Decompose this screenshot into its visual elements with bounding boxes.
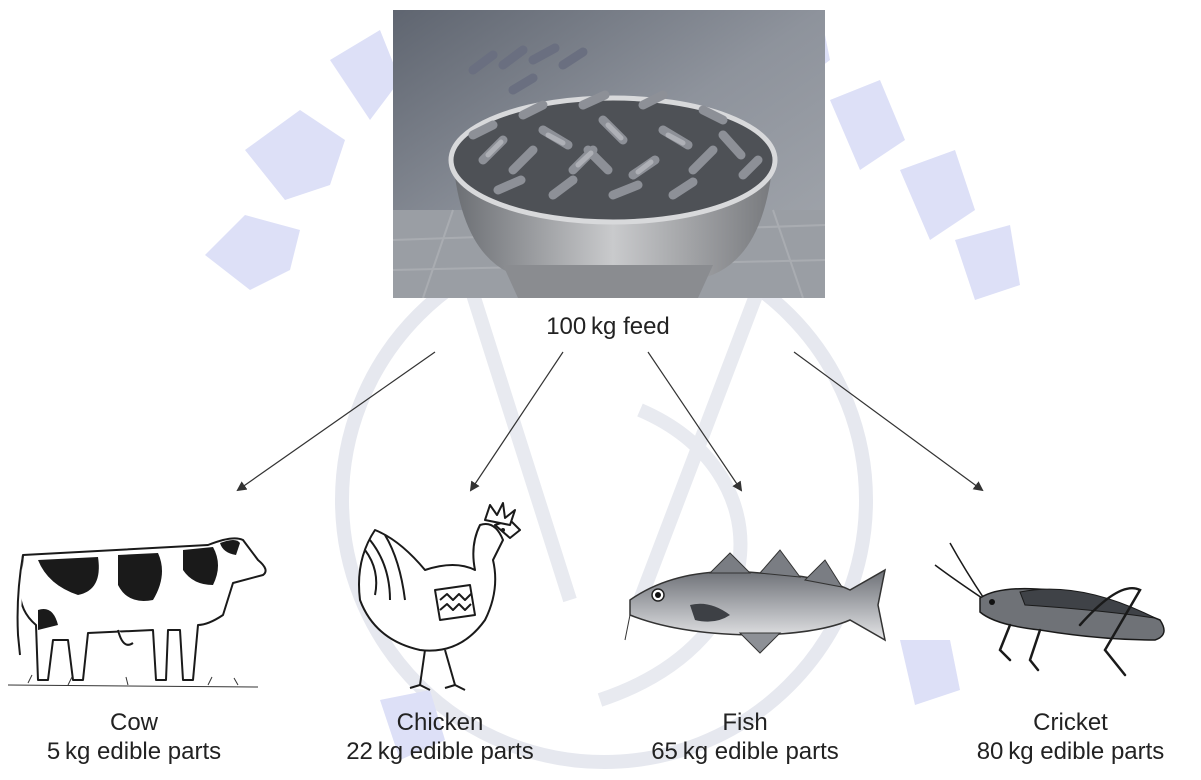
fish-illustration	[620, 545, 890, 660]
arrow-to-chicken	[471, 352, 563, 490]
fish-caption: Fish 65 kg edible parts	[600, 708, 890, 766]
chicken-name: Chicken	[300, 708, 580, 737]
cow-illustration	[8, 515, 278, 700]
cow-caption: Cow 5 kg edible parts	[0, 708, 268, 766]
arrow-to-cow	[238, 352, 435, 490]
cricket-illustration	[930, 540, 1190, 680]
fish-name: Fish	[600, 708, 890, 737]
cricket-yield: 80 kg edible parts	[940, 737, 1201, 766]
arrow-to-cricket	[794, 352, 982, 490]
cricket-name: Cricket	[940, 708, 1201, 737]
chicken-yield: 22 kg edible parts	[300, 737, 580, 766]
chicken-caption: Chicken 22 kg edible parts	[300, 708, 580, 766]
fish-yield: 65 kg edible parts	[600, 737, 890, 766]
arrow-to-fish	[648, 352, 741, 490]
cow-name: Cow	[0, 708, 268, 737]
cow-yield: 5 kg edible parts	[0, 737, 268, 766]
chicken-illustration	[345, 500, 535, 700]
cricket-caption: Cricket 80 kg edible parts	[940, 708, 1201, 766]
